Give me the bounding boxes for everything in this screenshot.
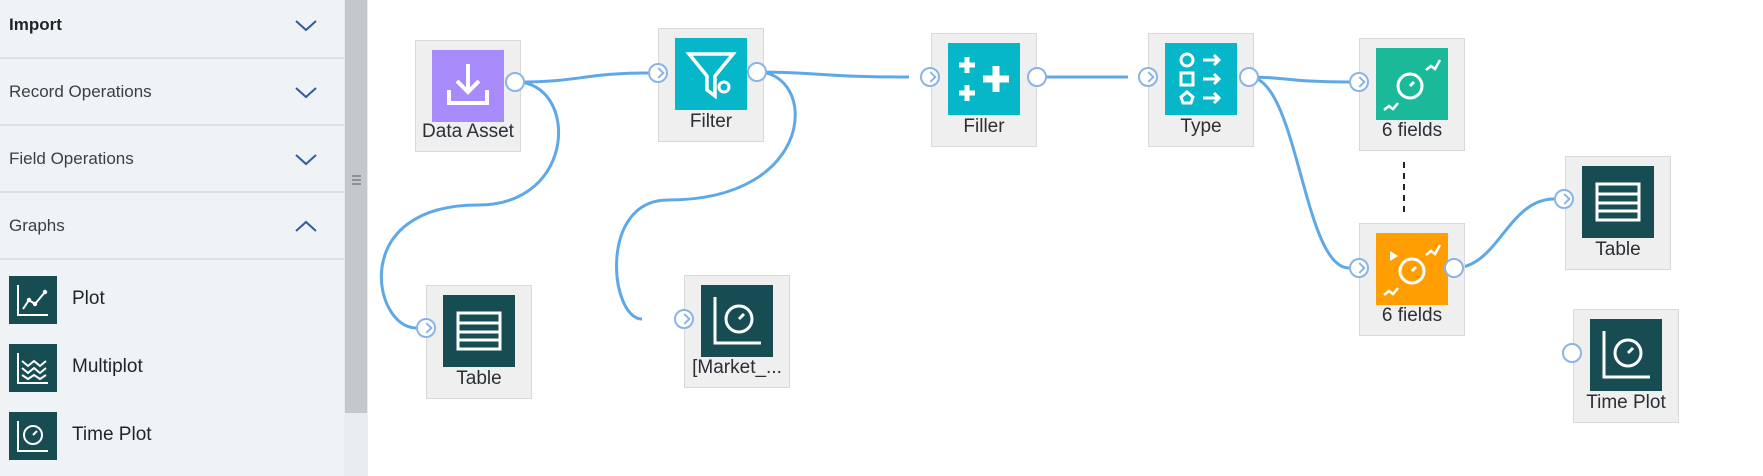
node-label: 6 fields (1381, 305, 1443, 326)
chevron-down-icon (295, 19, 317, 31)
input-port[interactable] (1562, 343, 1582, 363)
link-model-orange-to-table (1453, 197, 1555, 270)
multiplot-icon (9, 344, 57, 392)
chevron-down-icon (295, 86, 317, 98)
time-plot-icon (9, 412, 57, 460)
node-table-a[interactable]: Table (426, 285, 532, 399)
category-record-operations[interactable]: Record Operations (0, 59, 344, 126)
palette-item-plot[interactable]: Plot (0, 266, 344, 332)
node-label: [Market_... (692, 357, 782, 378)
node-label: 6 fields (1381, 120, 1443, 141)
node-palette: Import Record Operations Field Operation… (0, 0, 344, 476)
palette-item-time-plot[interactable]: Time Plot (0, 402, 344, 468)
input-port[interactable] (920, 67, 940, 87)
category-field-operations[interactable]: Field Operations (0, 126, 344, 193)
input-port[interactable] (416, 318, 436, 338)
node-label: Filter (689, 111, 733, 132)
input-port[interactable] (1349, 258, 1369, 278)
category-label: Record Operations (9, 81, 152, 101)
node-label: Filler (963, 116, 1005, 137)
filler-icon (948, 43, 1020, 115)
time-plot-icon (1590, 319, 1662, 391)
link-filter-to-filler (756, 70, 910, 79)
table-icon (1582, 166, 1654, 238)
category-label: Graphs (9, 215, 65, 235)
flow-links (379, 70, 1555, 330)
node-filler[interactable]: Filler (931, 33, 1037, 147)
category-graphs[interactable]: Graphs (0, 193, 344, 260)
node-model-orange[interactable]: 6 fields (1359, 223, 1465, 336)
input-port[interactable] (1349, 72, 1369, 92)
output-port[interactable] (1444, 258, 1464, 278)
chevron-up-icon (295, 220, 317, 232)
link-type-to-model-orange (1248, 75, 1350, 270)
time-plot-icon (701, 285, 773, 357)
filter-icon (675, 38, 747, 110)
output-port[interactable] (505, 72, 525, 92)
link-data-asset-to-filter (515, 71, 649, 84)
node-type[interactable]: Type (1148, 33, 1254, 147)
input-port[interactable] (1554, 189, 1574, 209)
model-icon (1376, 48, 1448, 120)
palette-item-label: Time Plot (72, 424, 152, 445)
palette-item-multiplot[interactable]: Multiplot (0, 334, 344, 400)
chevron-down-icon (295, 153, 317, 165)
node-model-green[interactable]: 6 fields (1359, 38, 1465, 151)
input-port[interactable] (1138, 67, 1158, 87)
node-table-b[interactable]: Table (1565, 156, 1671, 270)
node-time-plot[interactable]: Time Plot (1573, 309, 1679, 423)
node-label: Type (1180, 116, 1222, 137)
input-port[interactable] (674, 309, 694, 329)
link-data-asset-to-table (379, 80, 560, 330)
link-filter-to-market (615, 70, 797, 321)
output-port[interactable] (747, 62, 767, 82)
link-type-to-model-green (1248, 75, 1350, 84)
plot-icon (9, 276, 57, 324)
category-label: Field Operations (9, 148, 134, 168)
model-nugget-icon (1376, 233, 1448, 305)
output-port[interactable] (1239, 67, 1259, 87)
node-market[interactable]: [Market_... (684, 275, 790, 388)
download-icon (432, 50, 504, 122)
category-import[interactable]: Import (0, 0, 344, 59)
palette-item-label: Multiplot (72, 356, 143, 377)
palette-scrollbar-thumb[interactable] (345, 0, 367, 413)
category-label: Import (9, 14, 62, 34)
type-icon (1165, 43, 1237, 115)
node-label: Data Asset (422, 121, 514, 142)
node-data-asset[interactable]: Data Asset (415, 40, 521, 152)
input-port[interactable] (648, 63, 668, 83)
resize-grip-icon[interactable] (351, 174, 362, 186)
table-icon (443, 295, 515, 367)
output-port[interactable] (1027, 67, 1047, 87)
node-filter[interactable]: Filter (658, 28, 764, 142)
node-label: Table (456, 368, 502, 389)
flow-canvas[interactable]: Data Asset Filter Filler (368, 0, 1763, 476)
node-label: Time Plot (1586, 392, 1666, 413)
palette-item-label: Plot (72, 288, 105, 309)
node-label: Table (1595, 239, 1641, 260)
